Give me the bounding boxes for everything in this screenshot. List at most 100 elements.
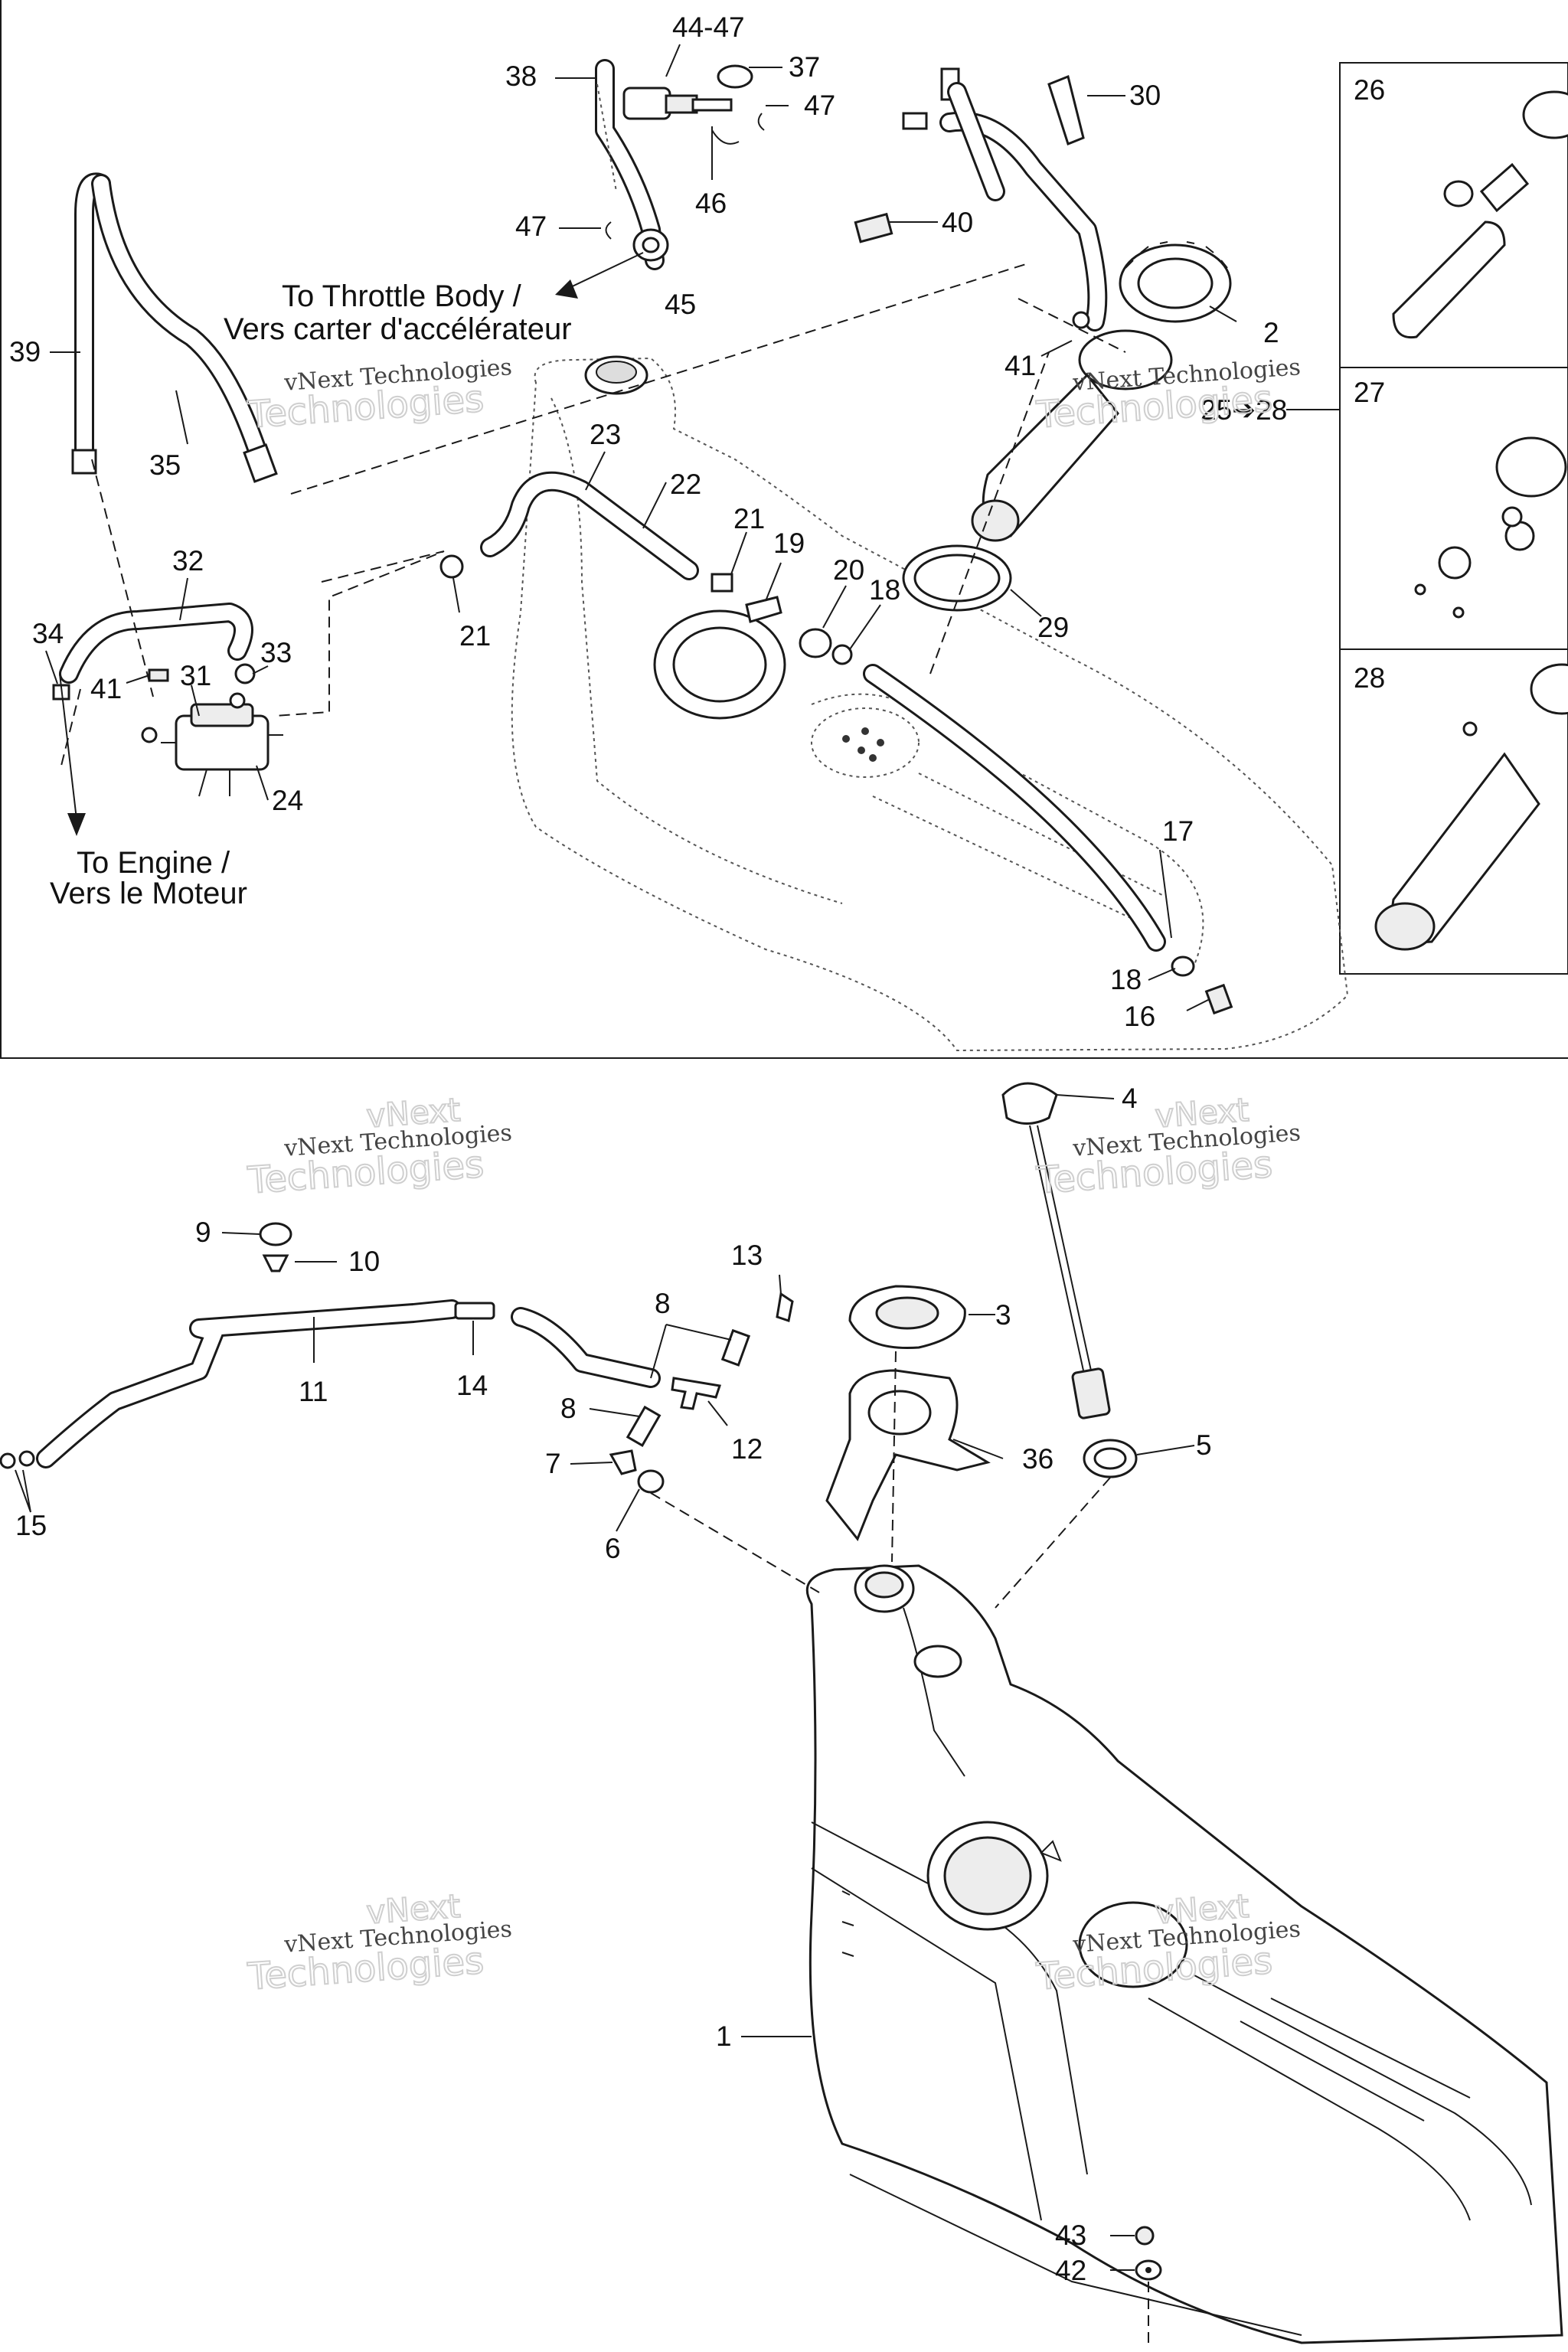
shield-36 xyxy=(825,1369,991,1541)
callout-45: 45 xyxy=(665,289,696,320)
grommet-20 xyxy=(799,628,832,658)
watermark-brand-outline: vNext xyxy=(365,1091,462,1135)
clip-41b xyxy=(148,668,169,682)
inset-26-parts xyxy=(1392,90,1568,339)
throttle-arrow-line xyxy=(562,252,644,292)
callout-8-b: 8 xyxy=(560,1393,577,1424)
watermark-outline-text: Technologies xyxy=(1034,1143,1273,1202)
watermark-brand-outline: vNext xyxy=(1154,1887,1250,1931)
callout-12: 12 xyxy=(731,1433,763,1465)
watermark-brand-outline: vNext xyxy=(1154,1091,1250,1135)
tee-12 xyxy=(671,1377,721,1410)
clamp-9 xyxy=(259,1222,292,1246)
connector-14 xyxy=(454,1302,495,1320)
callout-32: 32 xyxy=(172,545,204,577)
callout-23: 23 xyxy=(590,419,621,450)
direction-notes: To Throttle Body / Vers carter d'accélér… xyxy=(50,279,572,910)
callouts-top: 44-47 37 38 47 30 46 40 47 45 26 2 39 41… xyxy=(9,11,1385,1032)
callout-4: 4 xyxy=(1122,1083,1138,1114)
callout-33: 33 xyxy=(260,637,292,668)
watermark-outline-text: Technologies xyxy=(246,377,485,436)
engine-arrow-icon xyxy=(67,813,86,836)
callout-43: 43 xyxy=(1055,2220,1086,2251)
watermark-brand-outline: vNext xyxy=(365,1887,462,1931)
callout-40: 40 xyxy=(942,207,973,238)
callout-15: 15 xyxy=(15,1510,47,1541)
clip-47 xyxy=(605,221,612,240)
callout-26: 26 xyxy=(1354,74,1385,106)
callout-7: 7 xyxy=(545,1448,561,1479)
connection-lines-bottom xyxy=(650,1351,1149,2347)
callout-34: 34 xyxy=(32,618,64,649)
callout-41-b: 41 xyxy=(90,673,122,704)
callout-11: 11 xyxy=(299,1376,328,1407)
fitting-16 xyxy=(1204,983,1233,1015)
callout-19: 19 xyxy=(773,528,805,559)
inset-28-parts xyxy=(1374,663,1568,951)
callout-18-b: 18 xyxy=(1110,964,1142,995)
callout-29: 29 xyxy=(1037,612,1069,643)
callout-5: 5 xyxy=(1196,1429,1212,1461)
fuel-tank-top-ghost xyxy=(511,355,1349,1052)
hose-8a xyxy=(511,1307,751,1388)
callout-21-b: 21 xyxy=(459,620,491,652)
hose-23 xyxy=(480,471,699,580)
clip-18a xyxy=(831,644,853,665)
callout-28: 28 xyxy=(1354,662,1385,694)
throttle-note-en: To Throttle Body / xyxy=(282,279,522,313)
clip-31 xyxy=(141,692,246,743)
pump-assembly xyxy=(971,311,1173,542)
callout-27: 27 xyxy=(1354,377,1385,408)
nut-43 xyxy=(1135,2226,1155,2246)
watermark-bottom-left: vNext vNext Technologies Technologies xyxy=(245,1886,513,1999)
engine-note-en: To Engine / xyxy=(77,846,230,880)
hose-39 xyxy=(71,172,111,475)
line-17 xyxy=(863,664,1166,952)
seal-29 xyxy=(902,544,1012,612)
callout-35: 35 xyxy=(149,449,181,481)
callout-1: 1 xyxy=(716,2020,732,2052)
hose-11 xyxy=(36,1299,462,1468)
grommet-5 xyxy=(1083,1439,1138,1478)
watermark-outline-text: Technologies xyxy=(246,1143,485,1202)
connection-lines-top xyxy=(60,263,1126,766)
callout-14: 14 xyxy=(456,1370,488,1401)
callout-46: 46 xyxy=(695,188,727,219)
callouts-bottom: 4 9 10 13 8 3 11 14 8 12 36 5 7 15 6 1 4… xyxy=(15,1083,1212,2286)
callout-44-47: 44-47 xyxy=(672,11,745,43)
elbow-7 xyxy=(609,1449,637,1475)
callout-21: 21 xyxy=(733,503,765,534)
callout-47: 47 xyxy=(804,90,835,121)
callout-9: 9 xyxy=(195,1217,211,1248)
callout-24: 24 xyxy=(272,785,303,816)
callout-25-28: 25➔28 xyxy=(1200,394,1287,426)
callout-42: 42 xyxy=(1055,2255,1086,2286)
callout-10: 10 xyxy=(348,1246,380,1277)
callout-36: 36 xyxy=(1022,1443,1054,1475)
clip-21b xyxy=(439,554,464,579)
clip-33 xyxy=(234,663,256,684)
fitting-19 xyxy=(745,596,782,623)
clip-40 xyxy=(854,212,893,243)
callout-37: 37 xyxy=(789,51,820,83)
fitting-13 xyxy=(776,1292,794,1322)
callout-13: 13 xyxy=(731,1240,763,1271)
connector-45 xyxy=(632,228,669,262)
callout-3: 3 xyxy=(995,1299,1011,1331)
watermark-mid-left: vNext vNext Technologies Technologies xyxy=(245,1090,513,1203)
fitting-18b xyxy=(1171,956,1195,977)
engine-arrow-line xyxy=(59,673,77,820)
callout-16: 16 xyxy=(1124,1001,1155,1032)
ring-2 xyxy=(1119,241,1232,323)
watermark-outline-text: Technologies xyxy=(246,1939,485,1998)
callout-6: 6 xyxy=(605,1533,621,1564)
connector-44-47 xyxy=(622,64,765,145)
callout-2: 2 xyxy=(1263,317,1279,348)
callout-18: 18 xyxy=(869,574,900,606)
callout-20: 20 xyxy=(833,554,864,586)
inset-panel xyxy=(1286,62,1568,975)
hose-8b xyxy=(626,1405,662,1447)
clip-30 xyxy=(1047,74,1085,145)
fitting-21a xyxy=(710,573,733,593)
